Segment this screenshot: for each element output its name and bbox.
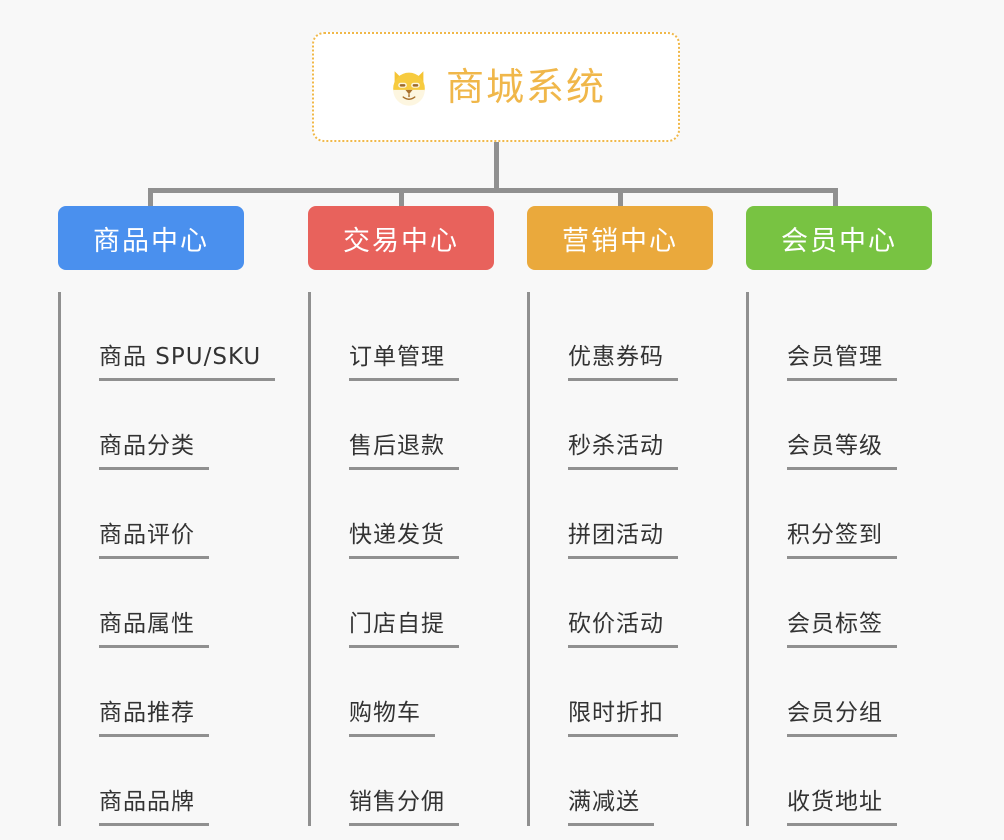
list-item[interactable]: 快递发货 (327, 470, 494, 559)
branch-item-label: 会员分组 (787, 702, 897, 737)
list-item[interactable]: 限时折扣 (546, 648, 713, 737)
list-item[interactable]: 秒杀活动 (546, 381, 713, 470)
list-item[interactable]: 门店自提 (327, 559, 494, 648)
branch-column-product-center: 商品中心 商品 SPU/SKU 商品分类 商品评价 商品属性 商品推荐 商品品牌 (58, 206, 276, 826)
list-item[interactable]: 会员等级 (765, 381, 932, 470)
list-item[interactable]: 收货地址 (765, 737, 932, 826)
list-item[interactable]: 会员标签 (765, 559, 932, 648)
list-item[interactable]: 商品 SPU/SKU (77, 292, 276, 381)
branch-items-member-center: 会员管理 会员等级 积分签到 会员标签 会员分组 收货地址 (746, 292, 932, 826)
list-item[interactable]: 优惠券码 (546, 292, 713, 381)
branch-item-label: 积分签到 (787, 524, 897, 559)
branch-item-label: 商品评价 (99, 524, 209, 559)
branch-items-product-center: 商品 SPU/SKU 商品分类 商品评价 商品属性 商品推荐 商品品牌 (58, 292, 276, 826)
branch-item-label: 会员标签 (787, 613, 897, 648)
branch-item-label: 会员管理 (787, 346, 897, 381)
branch-item-label: 购物车 (349, 702, 435, 737)
root-title: 商城系统 (445, 65, 606, 109)
branch-items-trade-center: 订单管理 售后退款 快递发货 门店自提 购物车 销售分佣 (308, 292, 494, 826)
list-item[interactable]: 拼团活动 (546, 470, 713, 559)
branch-item-label: 快递发货 (349, 524, 459, 559)
branch-item-label: 商品分类 (99, 435, 209, 470)
branch-item-label: 商品推荐 (99, 702, 209, 737)
list-item[interactable]: 销售分佣 (327, 737, 494, 826)
list-item[interactable]: 会员管理 (765, 292, 932, 381)
list-item[interactable]: 商品品牌 (77, 737, 244, 826)
branch-item-label: 销售分佣 (349, 791, 459, 826)
branch-item-label: 砍价活动 (568, 613, 678, 648)
list-item[interactable]: 商品分类 (77, 381, 244, 470)
list-item[interactable]: 商品属性 (77, 559, 244, 648)
root-node-mall-system[interactable]: 商城系统 (312, 32, 680, 142)
branch-item-label: 售后退款 (349, 435, 459, 470)
branch-items-marketing-center: 优惠券码 秒杀活动 拼团活动 砍价活动 限时折扣 满减送 (527, 292, 713, 826)
list-item[interactable]: 商品评价 (77, 470, 244, 559)
branch-item-label: 会员等级 (787, 435, 897, 470)
connector-drop-branch-3 (618, 188, 623, 210)
branch-item-label: 商品属性 (99, 613, 209, 648)
branch-header-product-center[interactable]: 商品中心 (58, 206, 244, 270)
branch-column-member-center: 会员中心 会员管理 会员等级 积分签到 会员标签 会员分组 收货地址 (746, 206, 932, 826)
list-item[interactable]: 商品推荐 (77, 648, 244, 737)
branch-item-label: 收货地址 (787, 791, 897, 826)
connector-drop-branch-4 (833, 188, 838, 210)
connector-drop-branch-2 (399, 188, 404, 210)
branch-item-label: 订单管理 (349, 346, 459, 381)
branch-item-label: 秒杀活动 (568, 435, 678, 470)
branch-column-trade-center: 交易中心 订单管理 售后退款 快递发货 门店自提 购物车 销售分佣 (308, 206, 494, 826)
list-item[interactable]: 订单管理 (327, 292, 494, 381)
branch-item-label: 商品品牌 (99, 791, 209, 826)
branch-item-label: 商品 SPU/SKU (99, 346, 276, 381)
list-item[interactable]: 售后退款 (327, 381, 494, 470)
branch-item-label: 拼团活动 (568, 524, 678, 559)
list-item[interactable]: 满减送 (546, 737, 713, 826)
branch-header-member-center[interactable]: 会员中心 (746, 206, 932, 270)
branch-column-marketing-center: 营销中心 优惠券码 秒杀活动 拼团活动 砍价活动 限时折扣 满减送 (527, 206, 713, 826)
branch-item-label: 限时折扣 (568, 702, 678, 737)
connector-horizontal-bus (148, 188, 838, 193)
list-item[interactable]: 会员分组 (765, 648, 932, 737)
list-item[interactable]: 购物车 (327, 648, 494, 737)
connector-root-stem (494, 142, 499, 192)
branch-header-trade-center[interactable]: 交易中心 (308, 206, 494, 270)
connector-drop-branch-1 (148, 188, 153, 210)
branch-header-marketing-center[interactable]: 营销中心 (527, 206, 713, 270)
list-item[interactable]: 砍价活动 (546, 559, 713, 648)
shiba-dog-face-icon (393, 71, 425, 106)
branch-item-label: 满减送 (568, 791, 654, 826)
branch-item-label: 优惠券码 (568, 346, 678, 381)
branch-item-label: 门店自提 (349, 613, 459, 648)
list-item[interactable]: 积分签到 (765, 470, 932, 559)
